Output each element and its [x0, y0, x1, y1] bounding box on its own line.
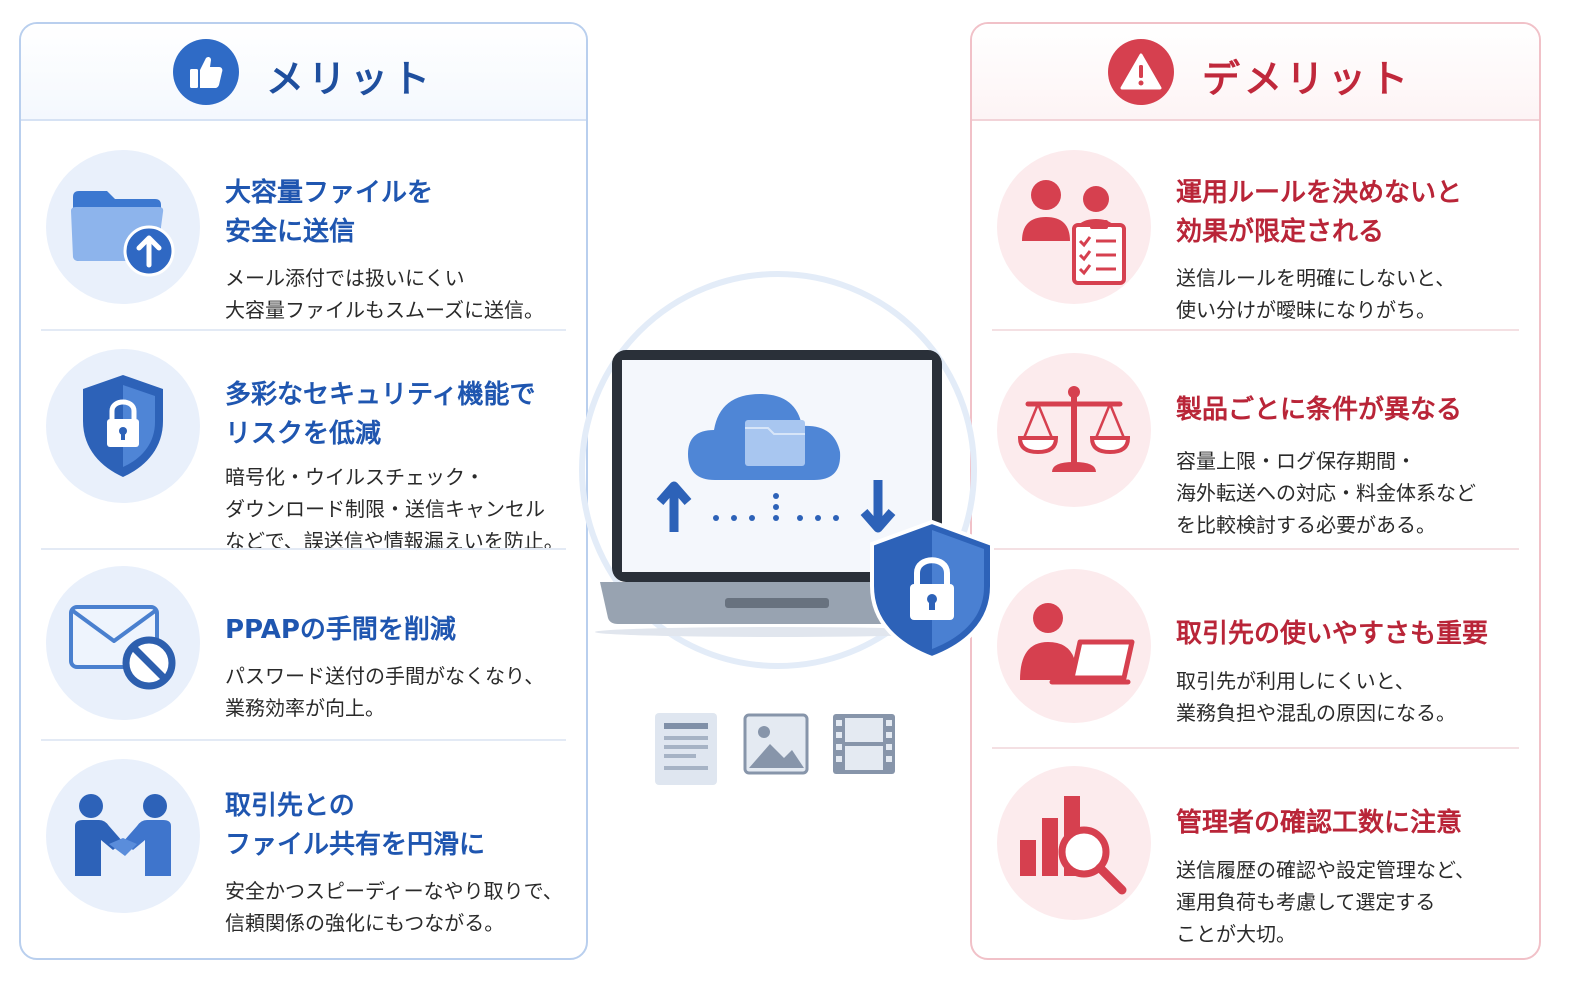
- demerit-item-title: 管理者の確認工数に注意: [1176, 808, 1463, 838]
- merit-header: メリット: [21, 24, 586, 121]
- film-icon: [833, 714, 895, 774]
- merit-item: 取引先との ファイル共有を円滑に 安全かつスピーディーなやり取りで、 信頼関係の…: [41, 759, 566, 939]
- demerit-item-title: 製品ごとに条件が異なる: [1176, 395, 1463, 425]
- merit-item-title: 多彩なセキュリティ機能で リスクを低減: [225, 380, 536, 449]
- demerit-panel: デメリット 運用ルールを決めないと 効果が限定される 送信ルールを明確にしないと…: [970, 22, 1541, 960]
- thumbs-up-icon: [173, 39, 239, 105]
- handshake-icon: [46, 759, 200, 913]
- merit-item-desc: 暗号化・ウイルスチェック・ ダウンロード制限・送信キャンセル などで、誤送信や情…: [225, 465, 564, 553]
- folder-upload-icon: [46, 150, 200, 304]
- merit-item-desc: メール添付では扱いにくい 大容量ファイルもスムーズに送信。: [225, 266, 544, 322]
- demerit-item-title: 運用ルールを決めないと 効果が限定される: [1176, 178, 1463, 247]
- demerit-item: 製品ごとに条件が異なる 容量上限・ログ保存期間・ 海外転送への対応・料金体系など…: [992, 349, 1519, 549]
- scales-icon: [997, 353, 1151, 507]
- chart-magnifier-icon: [997, 766, 1151, 920]
- demerit-header: デメリット: [972, 24, 1539, 121]
- merit-item-desc: 安全かつスピーディーなやり取りで、 信頼関係の強化にもつながる。: [225, 879, 563, 935]
- demerit-item-title: 取引先の使いやすさも重要: [1176, 619, 1489, 649]
- warning-icon: [1108, 39, 1174, 105]
- merit-panel: メリット 大容量ファイルを 安全に送信 メール添付では扱いにくい 大容量ファイル…: [19, 22, 588, 960]
- merit-item-title: PPAPの手間を削減: [225, 615, 456, 645]
- merit-item-title: 取引先との ファイル共有を円滑に: [225, 791, 486, 860]
- cloud-folder-icon: [688, 394, 841, 480]
- demerit-item: 取引先の使いやすさも重要 取引先が利用しにくいと、 業務負担や混乱の原因になる。: [992, 569, 1519, 739]
- demerit-item: 運用ルールを決めないと 効果が限定される 送信ルールを明確にしないと、 使い分け…: [992, 146, 1519, 322]
- shield-lock-icon: [46, 349, 200, 503]
- merit-item-desc: パスワード送付の手間がなくなり、 業務効率が向上。: [225, 664, 545, 720]
- merit-title: メリット: [266, 57, 435, 101]
- merit-item: PPAPの手間を削減 パスワード送付の手間がなくなり、 業務効率が向上。: [41, 566, 566, 736]
- merit-item: 多彩なセキュリティ機能で リスクを低減 暗号化・ウイルスチェック・ ダウンロード…: [41, 349, 566, 553]
- background-ring: [579, 271, 977, 669]
- document-icon: [655, 713, 717, 785]
- image-icon: [743, 713, 809, 775]
- demerit-item-desc: 取引先が利用しにくいと、 業務負担や混乱の原因になる。: [1176, 669, 1456, 725]
- demerit-item-desc: 送信ルールを明確にしないと、 使い分けが曖昧になりがち。: [1176, 266, 1456, 322]
- divider: [992, 747, 1519, 749]
- download-arrow-icon: [860, 480, 896, 533]
- upload-arrow-icon: [656, 481, 692, 532]
- divider: [992, 329, 1519, 331]
- people-checklist-icon: [997, 150, 1151, 304]
- demerit-item-desc: 送信履歴の確認や設定管理など、 運用負荷も考慮して選定する ことが大切。: [1176, 858, 1475, 946]
- demerit-title: デメリット: [1202, 57, 1413, 101]
- merit-item-title: 大容量ファイルを 安全に送信: [225, 178, 434, 247]
- transfer-dots: [713, 493, 839, 521]
- center-illustration: [560, 230, 1000, 790]
- shield-lock-icon: [870, 519, 994, 661]
- divider: [41, 329, 566, 331]
- merit-item: 大容量ファイルを 安全に送信 メール添付では扱いにくい 大容量ファイルもスムーズ…: [41, 146, 566, 322]
- demerit-item: 管理者の確認工数に注意 送信履歴の確認や設定管理など、 運用負荷も考慮して選定す…: [992, 766, 1519, 946]
- divider: [41, 548, 566, 550]
- demerit-item-desc: 容量上限・ログ保存期間・ 海外転送への対応・料金体系など を比較検討する必要があ…: [1176, 449, 1476, 537]
- divider: [992, 548, 1519, 550]
- divider: [41, 739, 566, 741]
- mail-blocked-icon: [46, 566, 200, 720]
- person-laptop-icon: [997, 569, 1151, 723]
